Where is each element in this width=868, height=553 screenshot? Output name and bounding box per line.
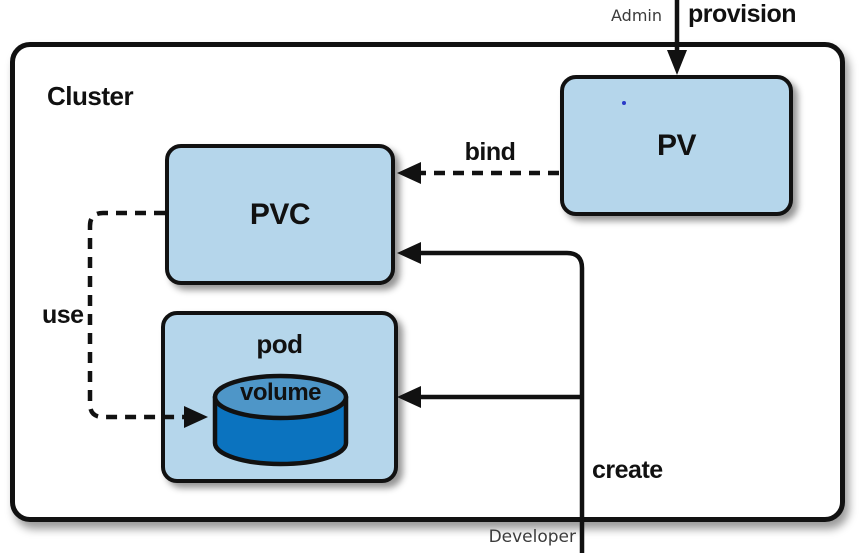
bind-label: bind <box>464 138 516 166</box>
artifact-dot <box>622 101 626 105</box>
pv-label: PV <box>656 128 697 162</box>
pod-label: pod <box>256 329 303 359</box>
pvc-node: PVC <box>165 144 395 285</box>
use-label: use <box>42 301 84 329</box>
pvc-label: PVC <box>249 197 311 231</box>
create-label: create <box>592 456 663 484</box>
pv-node: PV <box>560 75 793 216</box>
cluster-label: Cluster <box>47 81 134 111</box>
developer-label: Developer <box>488 527 576 547</box>
admin-label: Admin <box>611 6 662 25</box>
volume-label: volume <box>239 379 322 406</box>
provision-label: provision <box>688 0 797 28</box>
